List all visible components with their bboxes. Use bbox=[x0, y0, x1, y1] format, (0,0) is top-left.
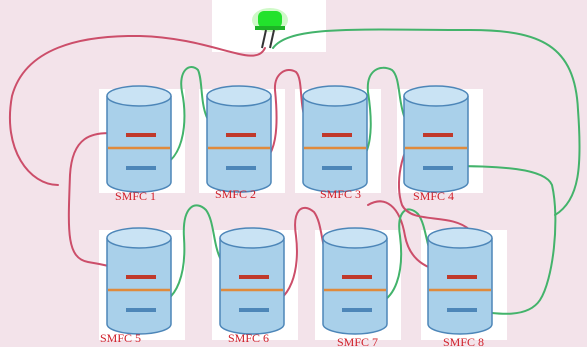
cathode-electrode bbox=[447, 275, 477, 279]
anode-electrode bbox=[239, 308, 269, 312]
led-icon bbox=[252, 8, 288, 49]
cell-label: SMFC 3 bbox=[320, 187, 361, 201]
cell-top bbox=[219, 227, 285, 249]
cathode-electrode bbox=[126, 133, 156, 137]
green-wire bbox=[345, 66, 421, 167]
green-wire bbox=[445, 165, 557, 315]
cathode-electrode bbox=[226, 133, 256, 137]
green-wire bbox=[149, 65, 227, 169]
smfc-cell: SMFC 2 bbox=[206, 85, 272, 201]
cathode-electrode bbox=[322, 133, 352, 137]
cell-top bbox=[302, 85, 368, 107]
anode-electrode bbox=[322, 166, 352, 170]
smfc-cell: SMFC 7 bbox=[322, 227, 388, 347]
red-wire bbox=[8, 34, 266, 186]
green-wire bbox=[272, 28, 581, 216]
cell-label: SMFC 7 bbox=[337, 335, 378, 347]
cell-body bbox=[219, 238, 285, 335]
anode-electrode bbox=[126, 308, 156, 312]
cathode-electrode bbox=[126, 275, 156, 279]
cell-body bbox=[427, 238, 493, 335]
cathode-electrode bbox=[239, 275, 269, 279]
cell-body bbox=[106, 238, 172, 335]
smfc-cell: SMFC 8 bbox=[427, 227, 493, 347]
cell-top bbox=[322, 227, 388, 249]
red-wire bbox=[67, 132, 127, 273]
cell-body bbox=[302, 96, 368, 193]
cell-body bbox=[322, 238, 388, 335]
cell-label: SMFC 1 bbox=[115, 189, 156, 203]
cell-body bbox=[206, 96, 272, 193]
cells: SMFC 1 SMFC 2 SMFC 3 SMFC 4 SMFC 5 SMFC 6 SMFC… bbox=[100, 85, 493, 347]
anode-electrode bbox=[423, 166, 453, 170]
red-wire bbox=[249, 69, 321, 167]
smfc-cell: SMFC 5 bbox=[100, 227, 172, 345]
cell-top bbox=[403, 85, 469, 107]
cell-label: SMFC 5 bbox=[100, 331, 141, 345]
cathode-electrode bbox=[342, 275, 372, 279]
green-wire bbox=[149, 204, 239, 306]
cell-label: SMFC 6 bbox=[228, 331, 269, 345]
cell-label: SMFC 8 bbox=[443, 335, 484, 347]
anode-electrode bbox=[126, 166, 156, 170]
smfc-cell: SMFC 6 bbox=[219, 227, 285, 345]
cell-body bbox=[106, 96, 172, 193]
cell-top bbox=[106, 227, 172, 249]
cell-label: SMFC 4 bbox=[413, 189, 454, 203]
smfc-cell: SMFC 4 bbox=[403, 85, 469, 203]
anode-electrode bbox=[226, 166, 256, 170]
cell-label: SMFC 2 bbox=[215, 187, 256, 201]
cell-top bbox=[106, 85, 172, 107]
cell-top bbox=[427, 227, 493, 249]
cell-top bbox=[206, 85, 272, 107]
smfc-cell: SMFC 3 bbox=[302, 85, 368, 201]
cathode-electrode bbox=[423, 133, 453, 137]
cell-body bbox=[403, 96, 469, 193]
anode-electrode bbox=[447, 308, 477, 312]
anode-electrode bbox=[342, 308, 372, 312]
smfc-cell: SMFC 1 bbox=[106, 85, 172, 203]
